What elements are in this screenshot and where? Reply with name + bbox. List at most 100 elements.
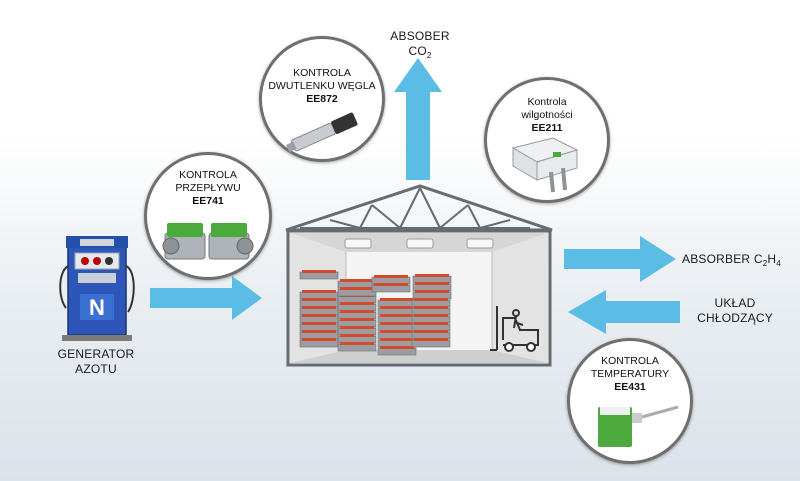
crate-produce xyxy=(302,314,336,317)
crate-tray xyxy=(412,283,452,292)
crate-stack-icon xyxy=(299,270,452,356)
crate-produce xyxy=(340,342,374,345)
flow-sensor-callout: KONTROLA PRZEPŁYWU EE741 xyxy=(144,152,272,280)
crate-tray xyxy=(299,291,339,300)
temperature-transmitter-icon xyxy=(598,405,679,447)
crate-produce xyxy=(340,318,374,321)
crate-produce xyxy=(414,314,448,317)
cooling-line2: CHŁODZĄCY xyxy=(697,311,773,325)
arrow-up-co2 xyxy=(394,58,442,180)
arrow-in-cooling xyxy=(568,290,680,334)
crate-tray xyxy=(299,299,339,308)
crate-produce xyxy=(415,282,449,285)
crate-produce xyxy=(414,298,448,301)
crate-tray xyxy=(377,331,417,340)
flow-line1: KONTROLA xyxy=(179,169,237,181)
crate-tray xyxy=(411,299,451,308)
forklift-icon xyxy=(490,306,539,352)
flow-sensor-icon xyxy=(162,223,254,260)
temperature-sensor-callout: KONTROLA TEMPERATURY EE431 xyxy=(567,338,693,464)
crate-tray xyxy=(337,327,377,336)
crate-produce xyxy=(380,322,414,325)
crate-tray xyxy=(299,271,339,280)
crate-tray xyxy=(377,315,417,324)
crate-tray xyxy=(337,343,377,352)
nitrogen-generator-icon: N xyxy=(59,236,135,341)
crate-tray xyxy=(411,315,451,324)
humidity-model: EE211 xyxy=(531,122,563,134)
crate-produce xyxy=(340,287,374,290)
humidity-sensor-caption: Kontrola wilgotności EE211 xyxy=(487,96,607,135)
co2-absorber-line1: ABSOBER xyxy=(390,29,450,43)
temperature-line1: KONTROLA xyxy=(601,355,659,367)
crate-produce xyxy=(414,330,448,333)
generator-line1: GENERATOR xyxy=(57,347,135,361)
temperature-model: EE431 xyxy=(614,381,646,393)
crate-produce xyxy=(380,306,414,309)
crate-produce xyxy=(340,326,374,329)
crate-tray xyxy=(377,323,417,332)
crate-tray xyxy=(411,323,451,332)
crate-produce xyxy=(340,334,374,337)
crate-tray xyxy=(299,331,339,340)
crate-produce xyxy=(302,298,336,301)
crate-produce xyxy=(374,283,408,286)
co2-line2: DWUTLENKU WĘGLA xyxy=(268,80,376,92)
crate-produce xyxy=(380,338,414,341)
crate-tray xyxy=(299,339,339,348)
humidity-transmitter-icon xyxy=(511,137,579,193)
co2-line1: KONTROLA xyxy=(293,67,351,79)
crate-tray xyxy=(337,311,377,320)
flow-sensor-caption: KONTROLA PRZEPŁYWU EE741 xyxy=(147,169,269,208)
co2-model: EE872 xyxy=(306,93,338,105)
flow-model: EE741 xyxy=(192,195,224,207)
crate-tray xyxy=(377,347,417,356)
crate-produce xyxy=(374,275,408,278)
crate-produce xyxy=(302,322,336,325)
crate-produce xyxy=(302,290,336,293)
humidity-line1: Kontrola xyxy=(527,96,567,108)
ethylene-text-1: ABSORBER C xyxy=(682,252,763,266)
temperature-line2: TEMPERATURY xyxy=(590,368,670,380)
crate-produce xyxy=(340,279,374,282)
generator-line2: AZOTU xyxy=(75,362,117,376)
ethylene-absorber-label: ABSORBER C2H4 xyxy=(682,252,800,271)
crate-tray xyxy=(377,299,417,308)
crate-produce xyxy=(414,322,448,325)
crate-tray xyxy=(299,315,339,324)
humidity-sensor-callout: Kontrola wilgotności EE211 xyxy=(484,77,610,203)
crate-tray xyxy=(377,307,417,316)
crate-tray xyxy=(337,295,377,304)
crate-produce xyxy=(414,338,448,341)
crate-produce xyxy=(340,302,374,305)
co2-formula-sub: 2 xyxy=(426,51,432,60)
crate-tray xyxy=(411,331,451,340)
crate-tray xyxy=(337,280,377,289)
humidity-line2: wilgotności xyxy=(521,109,573,121)
crate-tray xyxy=(371,284,411,293)
ethylene-text-2: H xyxy=(767,252,777,266)
crate-tray xyxy=(371,276,411,285)
co2-probe-icon xyxy=(286,112,358,153)
crate-produce xyxy=(380,330,414,333)
crate-tray xyxy=(377,339,417,348)
crate-produce xyxy=(302,270,336,273)
co2-formula-text: CO xyxy=(408,44,427,58)
crate-tray xyxy=(337,288,377,297)
crate-tray xyxy=(412,291,452,300)
crate-produce xyxy=(414,306,448,309)
arrow-out-ethylene xyxy=(564,236,676,282)
crate-tray xyxy=(412,275,452,284)
ethylene-sub-2: 4 xyxy=(776,259,781,268)
crate-tray xyxy=(337,335,377,344)
crate-produce xyxy=(340,310,374,313)
co2-absorber-line2: CO2 xyxy=(386,44,454,63)
co2-sensor-caption: KONTROLA DWUTLENKU WĘGLA EE872 xyxy=(262,67,382,106)
ceiling-lamp-icon xyxy=(344,238,494,249)
co2-sensor-callout: KONTROLA DWUTLENKU WĘGLA EE872 xyxy=(259,36,385,162)
crate-produce xyxy=(415,290,449,293)
crate-tray xyxy=(337,319,377,328)
crate-produce xyxy=(415,274,449,277)
temperature-sensor-caption: KONTROLA TEMPERATURY EE431 xyxy=(570,355,690,394)
crate-produce xyxy=(380,314,414,317)
